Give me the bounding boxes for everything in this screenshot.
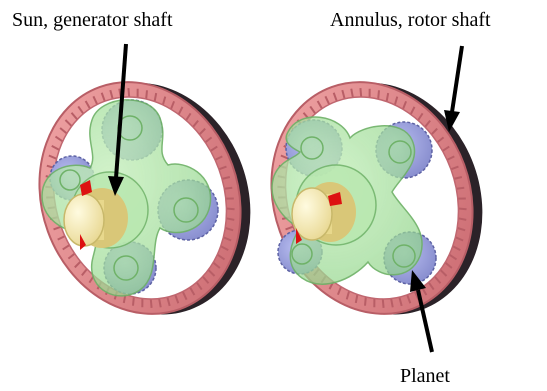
annulus-label: Annulus, rotor shaft [330, 10, 491, 30]
right-sun-shaft [292, 182, 356, 244]
annulus-arrow [444, 46, 462, 132]
right-gear-assembly [240, 46, 515, 352]
sun-label: Sun, generator shaft [12, 10, 173, 30]
left-gear-assembly [8, 44, 283, 346]
planet-label: Planet [400, 366, 450, 386]
